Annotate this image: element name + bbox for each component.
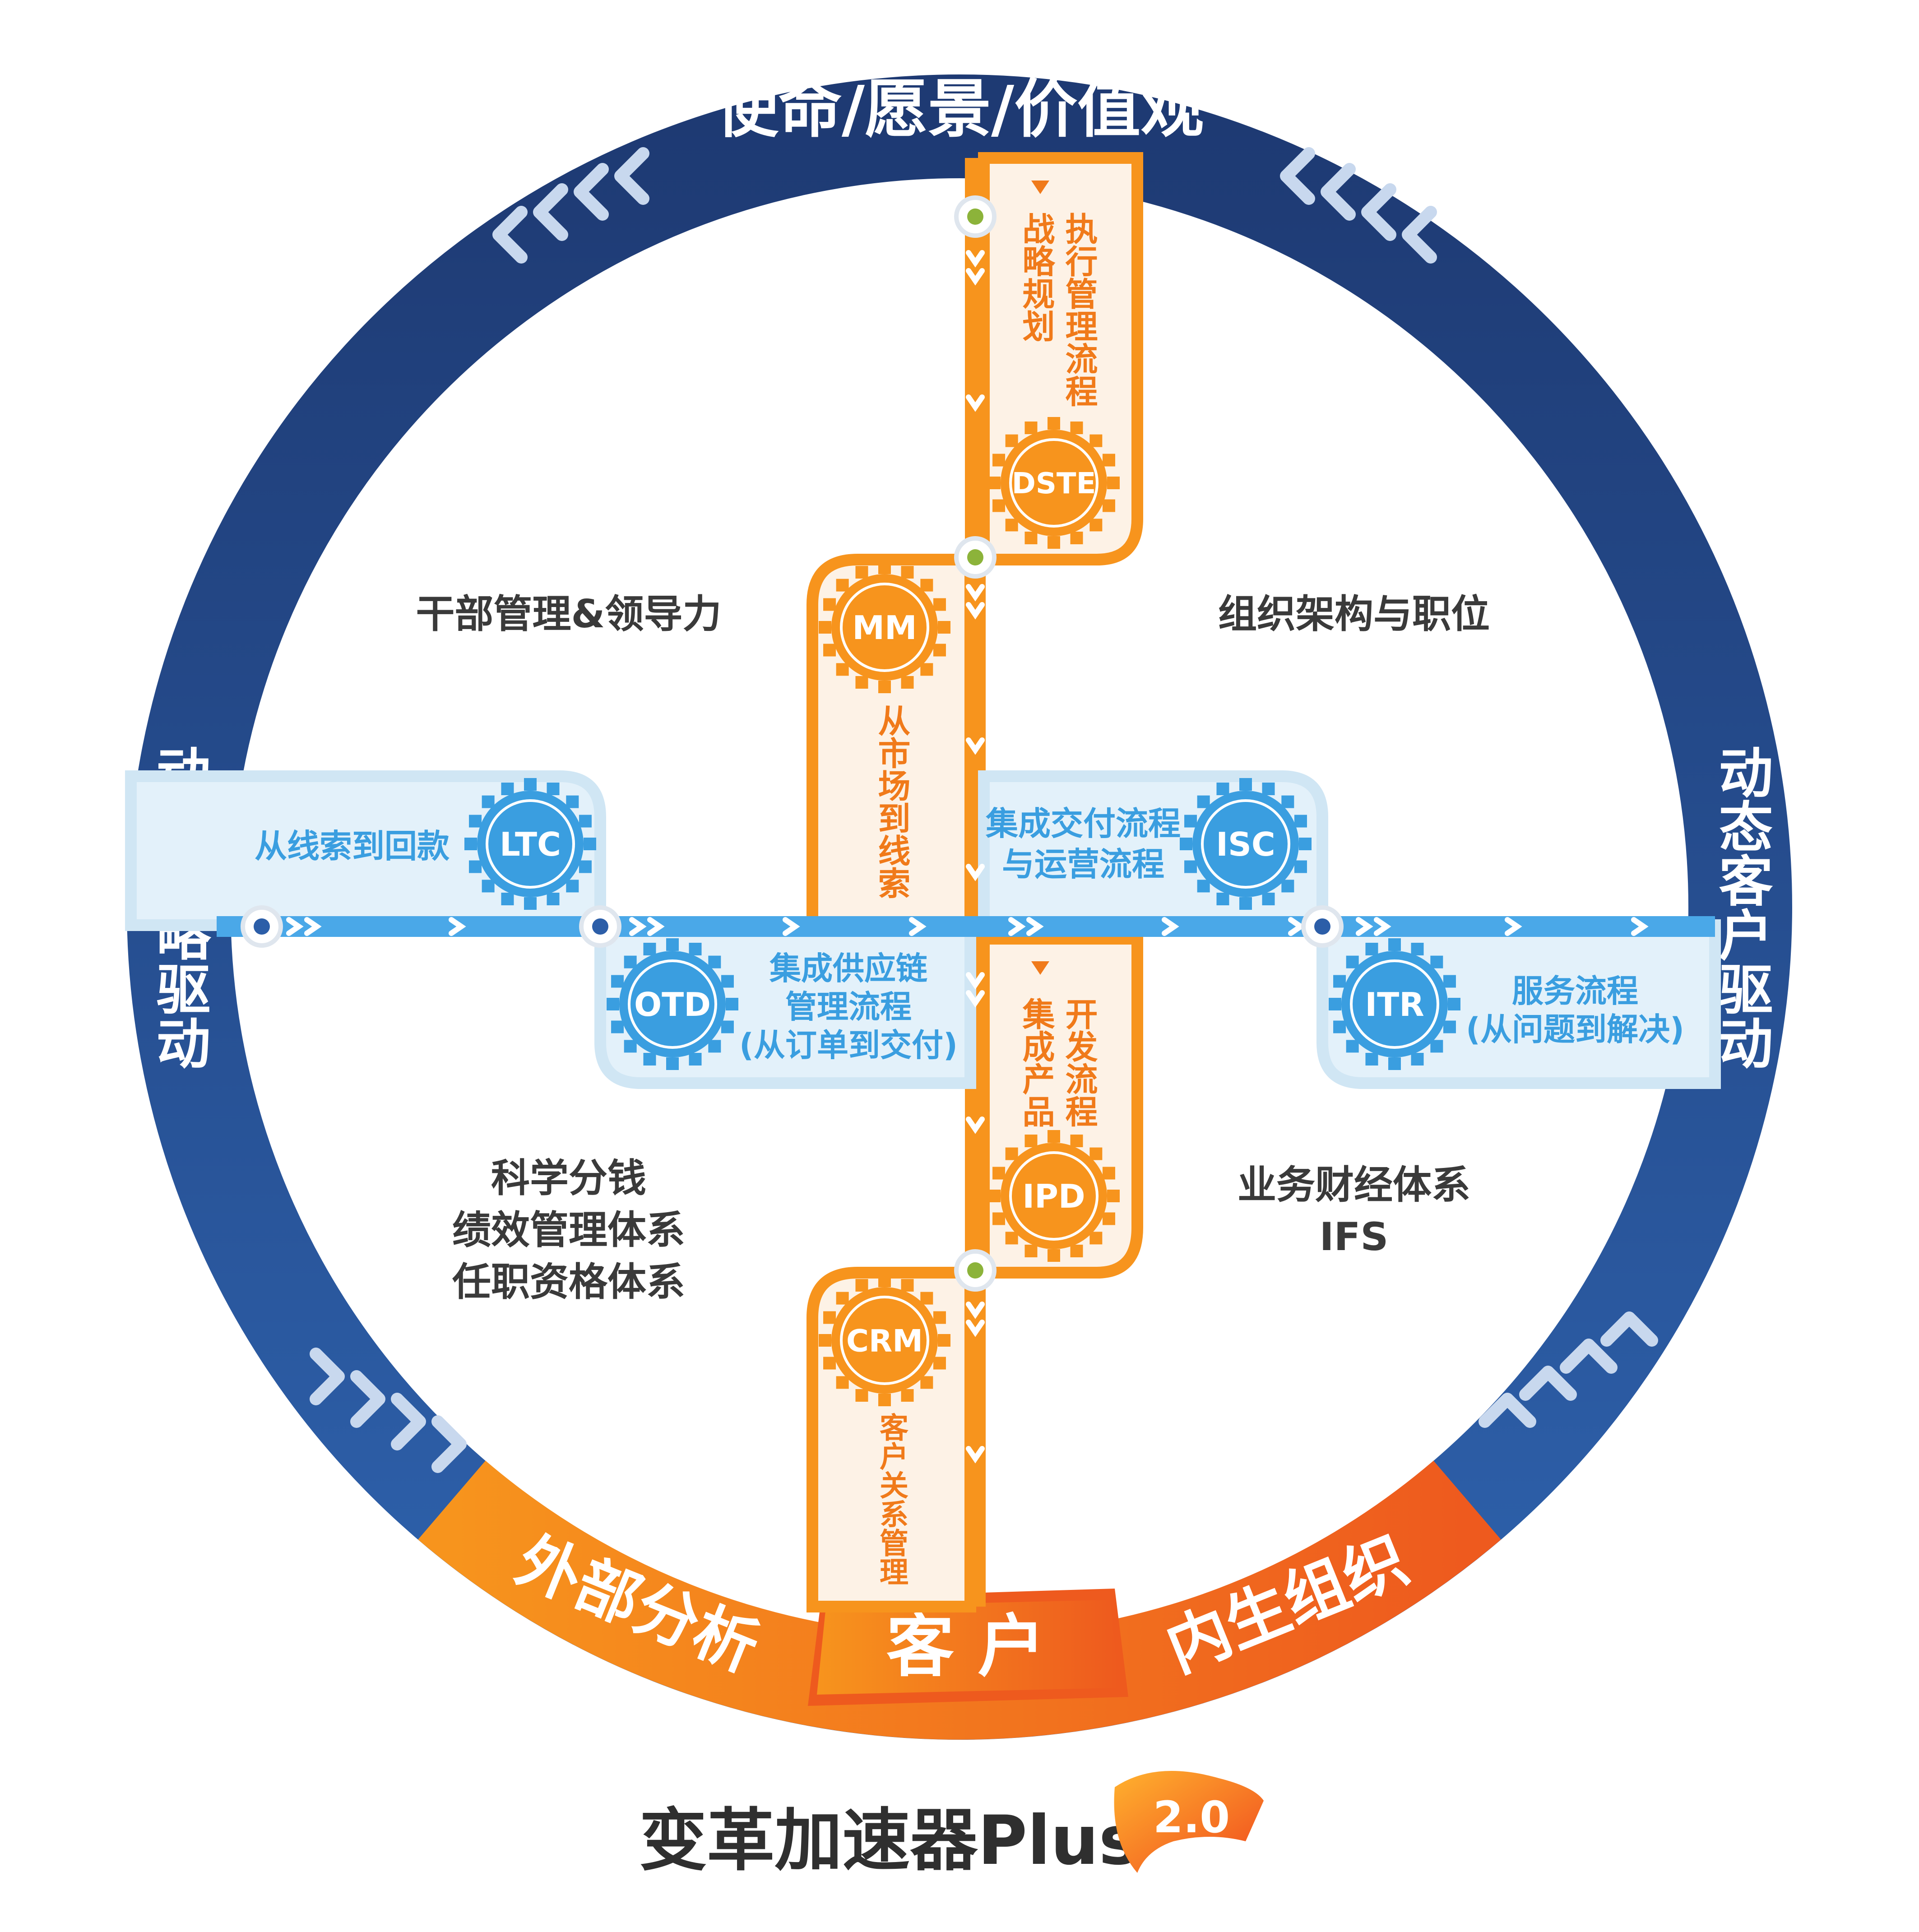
isc-label-b: 与运营流程: [1002, 845, 1164, 883]
mm-code: MM: [852, 609, 917, 647]
crm-gear-icon: CRM: [819, 1274, 950, 1406]
otd-code: OTD: [634, 986, 711, 1024]
track-chevrons: [286, 250, 1649, 1464]
footer-title: 变革加速器Plus: [639, 1802, 1139, 1880]
dste-arrow-icon: [1031, 181, 1049, 194]
otd-label-c: (从订单到交付): [739, 1027, 958, 1064]
gear-inner-ring: [1009, 1151, 1099, 1241]
quadrant-bottom-right-line-1: 业务财经体系: [1238, 1163, 1470, 1208]
gear-body: [619, 951, 726, 1057]
mm-gear-icon: MM: [819, 561, 950, 693]
customer-label: 客 户: [886, 1608, 1045, 1686]
itr-gear-icon: ITR: [1329, 938, 1460, 1070]
process-gears: DSTE MM IPD CRM LTC ISC OTD ITR: [464, 417, 1460, 1406]
otd-label-a: 集成供应链: [769, 950, 927, 987]
quadrant-bottom-left-line-1: 科学分钱: [491, 1156, 646, 1201]
quadrant-top-right: 组织架构与职位: [1218, 592, 1490, 637]
isc-gear-icon: ISC: [1180, 778, 1312, 910]
gear-inner-ring: [486, 799, 575, 889]
ipd-code: IPD: [1022, 1177, 1085, 1215]
track-nodes: [241, 195, 1344, 1292]
crm-code: CRM: [846, 1323, 923, 1359]
mm-label: 从市场到线索: [872, 704, 910, 899]
version-badge: 2.0: [1114, 1771, 1264, 1873]
itr-label-a: 服务流程: [1512, 973, 1638, 1010]
dste-code: DSTE: [1012, 467, 1096, 500]
version-badge-text: 2.0: [1153, 1792, 1230, 1843]
ipd-label-b: 开发流程: [1060, 997, 1098, 1127]
dste-label-b: 执行管理流程: [1060, 212, 1098, 407]
gear-body: [831, 574, 938, 681]
gear-body: [1001, 1143, 1107, 1249]
gear-inner-ring: [628, 959, 717, 1049]
ipd-arrow-icon: [1031, 961, 1049, 975]
dste-gear-icon: DSTE: [988, 417, 1120, 549]
chevron-decor-top-right: [1280, 147, 1437, 264]
ipd-label-a: 集成产品: [1017, 997, 1055, 1127]
isc-label-a: 集成交付流程: [985, 805, 1181, 843]
dste-label-a: 战略规划: [1017, 212, 1055, 342]
customer-banner: 客 户: [808, 1589, 1128, 1706]
gear-inner-ring: [1009, 438, 1099, 528]
otd-gear-icon: OTD: [607, 938, 738, 1070]
otd-label-b: 管理流程: [785, 988, 912, 1025]
itr-label-b: (从问题到解决): [1466, 1011, 1684, 1048]
ipd-gear-icon: IPD: [988, 1130, 1120, 1262]
quadrant-bottom-left-line-3: 任职资格体系: [452, 1260, 685, 1305]
gear-inner-ring: [840, 1296, 929, 1385]
gear-body: [1341, 951, 1448, 1057]
quadrant-bottom-right-line-2: IFS: [1320, 1214, 1389, 1260]
quadrant-top-left: 干部管理&领导力: [416, 592, 722, 637]
quadrant-bottom-left-line-2: 绩效管理体系: [452, 1208, 685, 1253]
ltc-gear-icon: LTC: [464, 778, 596, 910]
crm-label: 客户关系管理: [875, 1413, 909, 1586]
gear-body: [477, 791, 584, 897]
gear-inner-ring: [1350, 959, 1439, 1049]
chevron-decor-top-left: [492, 147, 649, 264]
chevron-decor-bottom-left: [310, 1348, 467, 1473]
gear-inner-ring: [1201, 799, 1290, 889]
gear-body: [1192, 791, 1299, 897]
gear-body: [1001, 430, 1107, 536]
chevron-decor-bottom-right: [1479, 1311, 1658, 1428]
isc-code: ISC: [1216, 825, 1275, 863]
ltc-code: LTC: [500, 825, 561, 863]
ltc-label: 从线索到回款: [255, 827, 450, 865]
gear-inner-ring: [840, 583, 929, 672]
ring-top-label: 使命/愿景/价值观: [715, 73, 1204, 146]
gear-body: [831, 1287, 938, 1394]
itr-code: ITR: [1365, 986, 1424, 1024]
